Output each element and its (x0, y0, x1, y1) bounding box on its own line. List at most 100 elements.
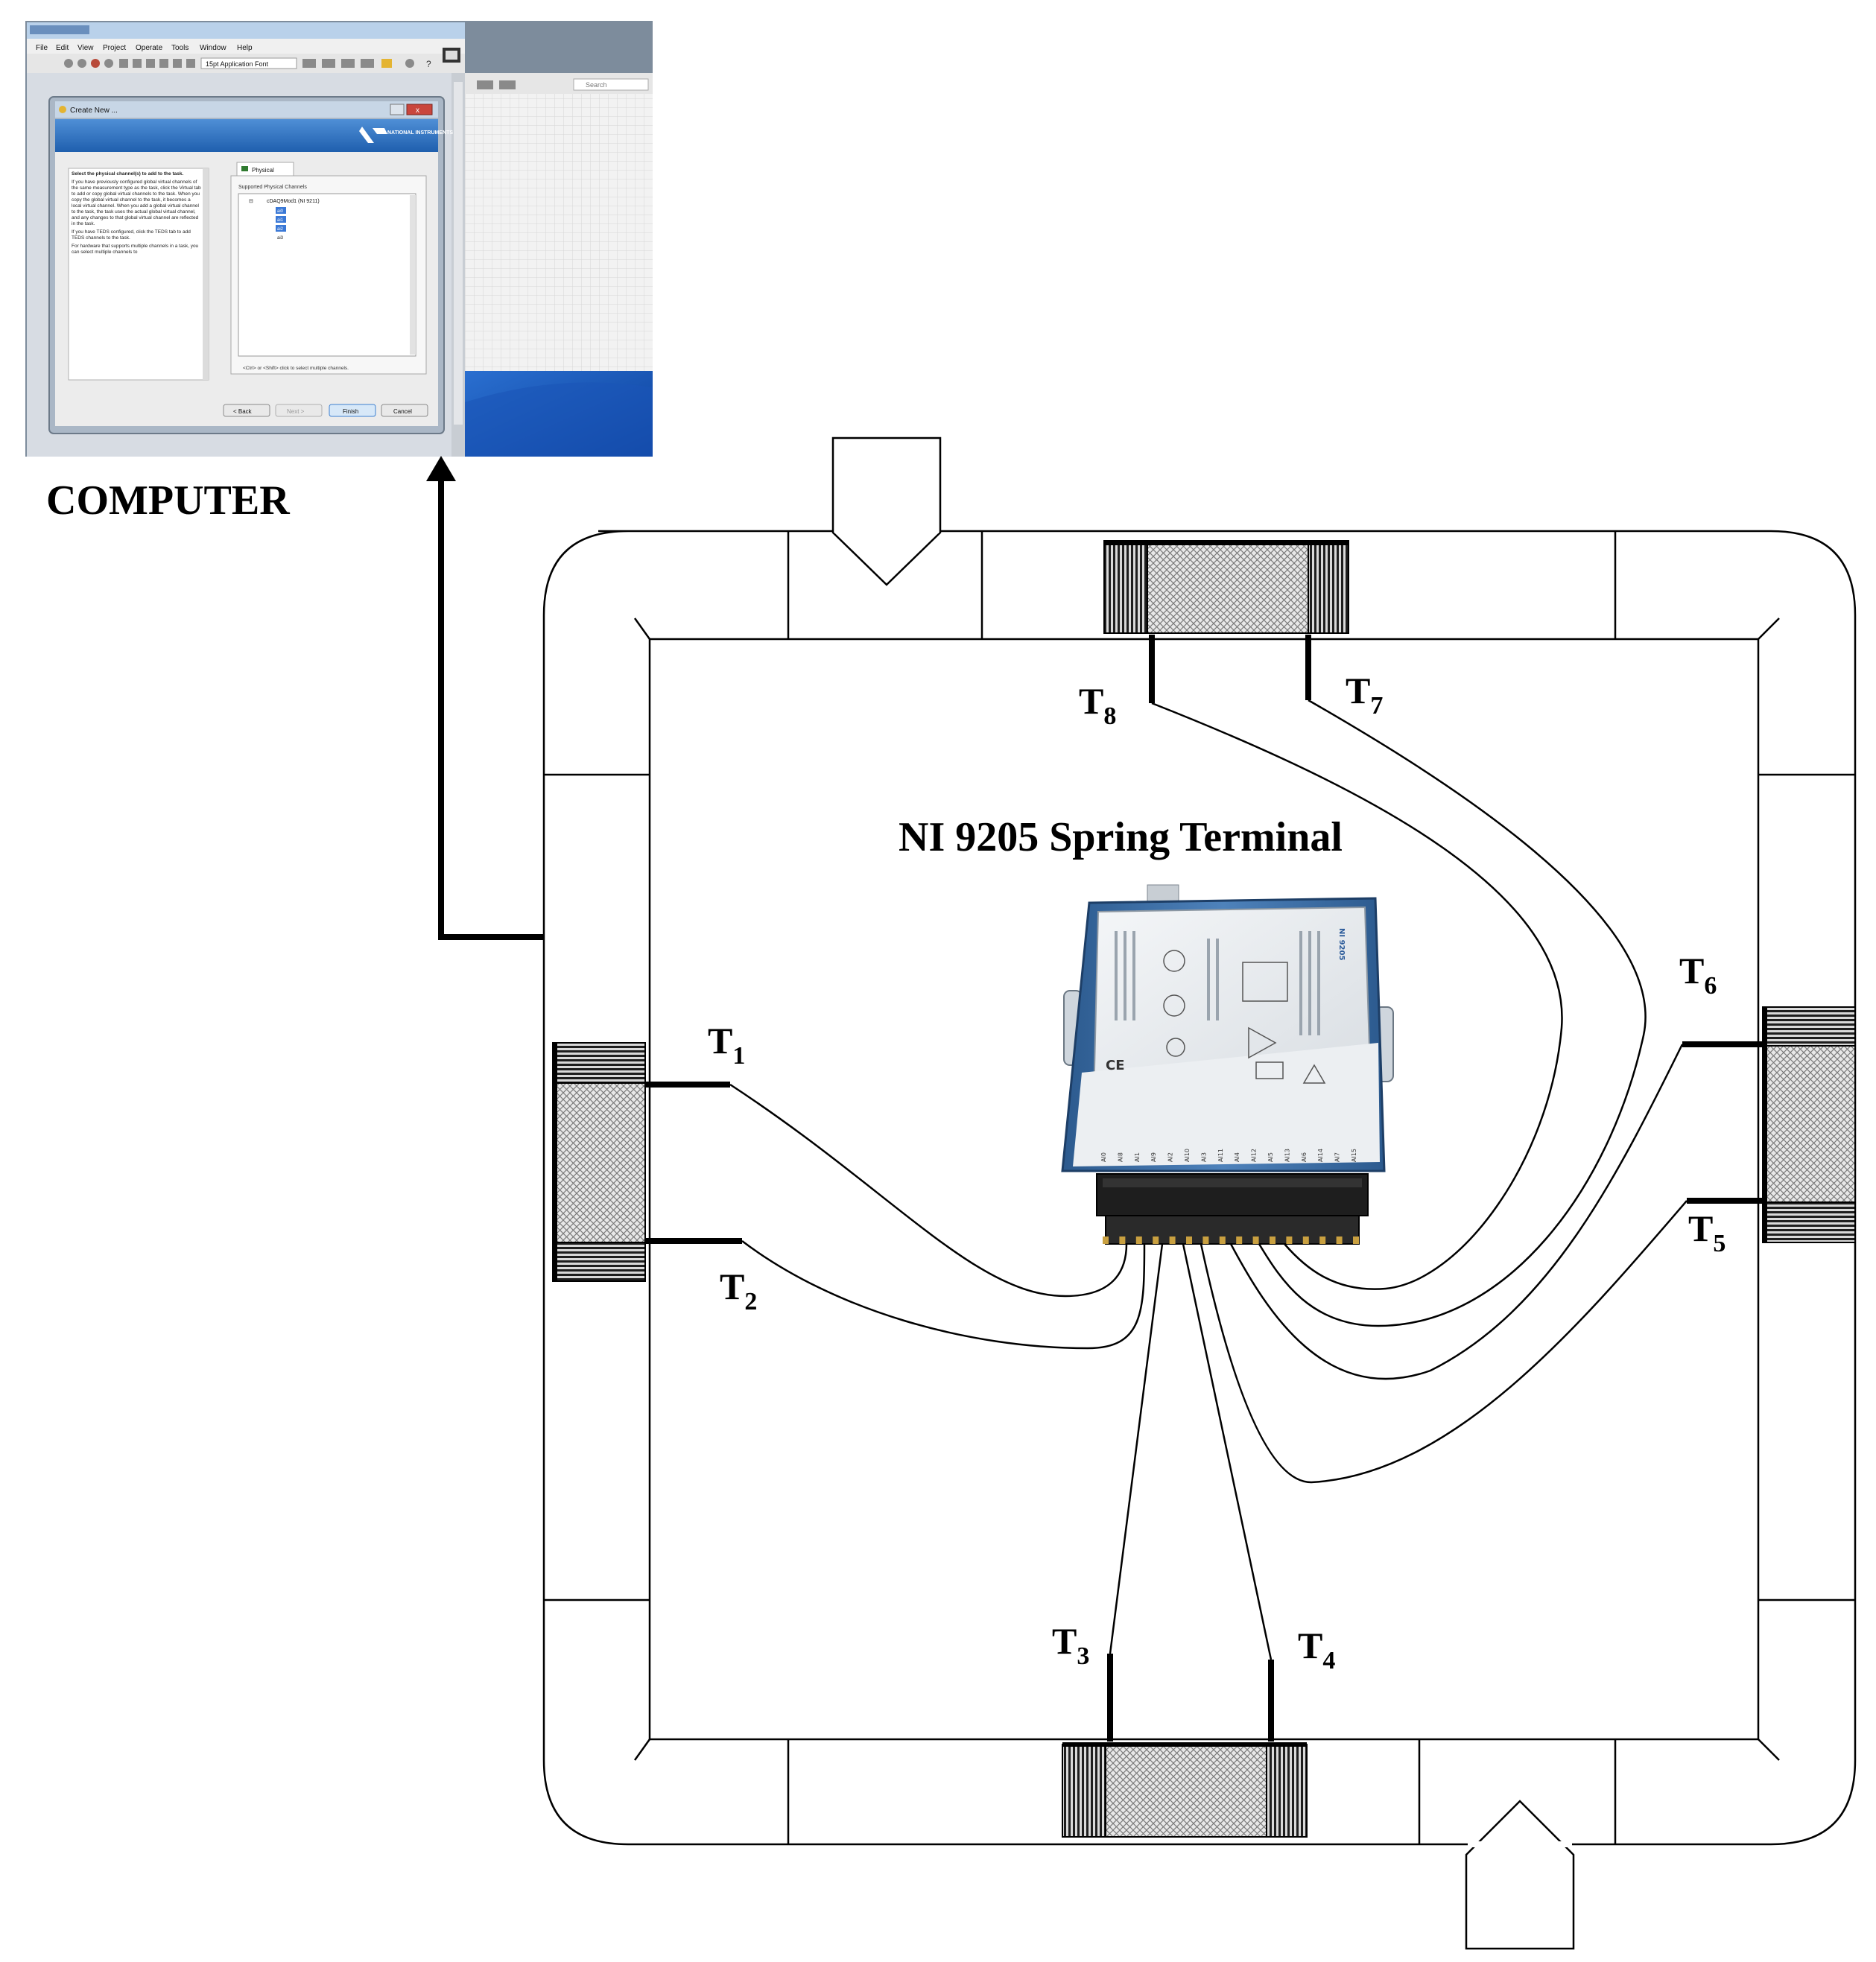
menu-edit[interactable]: Edit (56, 44, 69, 52)
run-continuous-icon[interactable] (77, 59, 86, 68)
help-icon[interactable]: ? (426, 59, 431, 69)
settings-icon[interactable] (186, 59, 195, 68)
pin-contact-ai13 (1286, 1236, 1293, 1244)
ul-mark-icon (1163, 994, 1185, 1017)
pin-label-ai6: AI6 (1301, 1152, 1308, 1162)
menu-tools[interactable]: Tools (171, 44, 188, 52)
menu-window[interactable]: Window (200, 44, 226, 52)
channel-ai0[interactable] (276, 207, 286, 214)
channel-ai2-label: ai2 (277, 227, 284, 232)
pin-contact-ai14 (1319, 1236, 1326, 1244)
block-diagram-canvas[interactable] (465, 73, 653, 371)
label-t1: T1 (708, 1020, 745, 1070)
pin-label-ai11: AI11 (1217, 1149, 1224, 1162)
wire-t8 (1151, 702, 1563, 1290)
menu-file[interactable]: File (36, 44, 48, 52)
align-icon[interactable] (302, 59, 316, 68)
physical-tab-icon (241, 166, 248, 171)
dialog-app-icon (59, 106, 66, 113)
pin-contact-ai11 (1219, 1236, 1226, 1244)
label-t3: T3 (1052, 1620, 1089, 1670)
finish-button-label: Finish (343, 408, 358, 415)
channel-ai3[interactable]: ai3 (277, 236, 284, 241)
pin-label-ai14: AI14 (1317, 1149, 1324, 1162)
next-button[interactable] (275, 404, 323, 417)
label-t6: T6 (1679, 950, 1717, 1000)
thermocouple-probes (645, 635, 1763, 1742)
pin-label-ai0: AI0 (1100, 1152, 1107, 1162)
channel-ai1[interactable] (276, 216, 286, 223)
dialog-close-button[interactable] (406, 104, 433, 115)
channel-tree[interactable] (238, 193, 416, 357)
pin-label-ai13: AI13 (1284, 1149, 1290, 1162)
create-new-dialog: Create New ... x NATIONAL INSTRUMENTS Se… (48, 96, 453, 434)
menu-project[interactable]: Project (103, 44, 126, 52)
device-node[interactable]: cDAQ9Mod1 (NI 9211) (267, 199, 320, 204)
label-t4: T4 (1298, 1625, 1335, 1674)
test-section-right (1762, 1006, 1856, 1243)
warning-icon (1302, 1064, 1326, 1084)
wire-t5 (1200, 1200, 1688, 1484)
module-title: NI 9205 Spring Terminal (899, 814, 1343, 860)
inlet-arrow (831, 436, 942, 586)
menu-view[interactable]: View (77, 44, 94, 52)
pin-contact-ai1 (1135, 1236, 1142, 1244)
abort-icon[interactable] (91, 59, 100, 68)
pin-contact-ai8 (1119, 1236, 1126, 1244)
distribute-icon[interactable] (322, 59, 335, 68)
back-button-label: < Back (233, 408, 253, 415)
ni-eagle-logo (359, 127, 387, 143)
computer-label: COMPUTER (46, 477, 290, 524)
brand-text: NATIONAL INSTRUMENTS (387, 130, 453, 136)
search-placeholder: Search (586, 81, 607, 89)
channel-tree-scrollbar[interactable] (410, 195, 416, 355)
pin-label-ai4: AI4 (1234, 1152, 1240, 1162)
tool-icon[interactable] (477, 80, 493, 89)
pin-contact-ai12 (1252, 1236, 1259, 1244)
tool-icon-2[interactable] (499, 80, 516, 89)
menu-bar (27, 39, 465, 54)
pin-contact-ai10 (1186, 1236, 1192, 1244)
retain-wire-icon[interactable] (133, 59, 142, 68)
channel-ai2[interactable] (276, 225, 286, 232)
search-input[interactable] (573, 78, 649, 91)
help-heading: Select the physical channel(s) to add to… (72, 171, 184, 177)
help-scrollbar[interactable] (203, 168, 209, 380)
step-over-icon[interactable] (159, 59, 168, 68)
step-into-icon[interactable] (146, 59, 155, 68)
menu-operate[interactable]: Operate (136, 44, 163, 52)
pause-icon[interactable] (104, 59, 113, 68)
pin-label-ai9: AI9 (1150, 1152, 1157, 1162)
tree-expander[interactable]: ⊟ (249, 199, 253, 204)
pin-contact-ai4 (1236, 1236, 1243, 1244)
back-button[interactable] (223, 404, 270, 417)
test-section-left (552, 1042, 646, 1282)
computer-screenshot: File Edit View Project Operate Tools Win… (25, 21, 653, 457)
resize-icon[interactable] (341, 59, 355, 68)
wire-t7 (1258, 699, 1647, 1327)
reorder-icon[interactable] (361, 59, 374, 68)
wire-t2 (741, 1240, 1146, 1350)
help-paragraph-2: If you have TEDS configured, click the T… (72, 229, 191, 241)
menu-help[interactable]: Help (237, 44, 253, 52)
pin-label-ai12: AI12 (1251, 1149, 1258, 1162)
cancel-button[interactable] (381, 404, 428, 417)
search-icon[interactable] (405, 59, 414, 68)
pin-contact-ai3 (1202, 1236, 1209, 1244)
font-combo[interactable] (200, 57, 297, 69)
wire-t6 (1229, 1044, 1684, 1380)
highlight-icon[interactable] (119, 59, 128, 68)
selection-hint: <Ctrl> or <Shift> click to select multip… (243, 366, 349, 371)
finish-button[interactable] (329, 404, 376, 417)
step-out-icon[interactable] (173, 59, 182, 68)
dialog-help-button[interactable] (390, 104, 405, 115)
pin-label-ai2: AI2 (1167, 1152, 1174, 1162)
outlet-arrow (1465, 1800, 1575, 1950)
help-paragraph-1: If you have previously configured global… (72, 180, 201, 226)
clean-diagram-icon[interactable] (381, 59, 392, 68)
pin-label-ai1: AI1 (1134, 1152, 1141, 1162)
run-arrow-icon[interactable] (64, 59, 73, 68)
next-button-label: Next > (287, 408, 305, 415)
